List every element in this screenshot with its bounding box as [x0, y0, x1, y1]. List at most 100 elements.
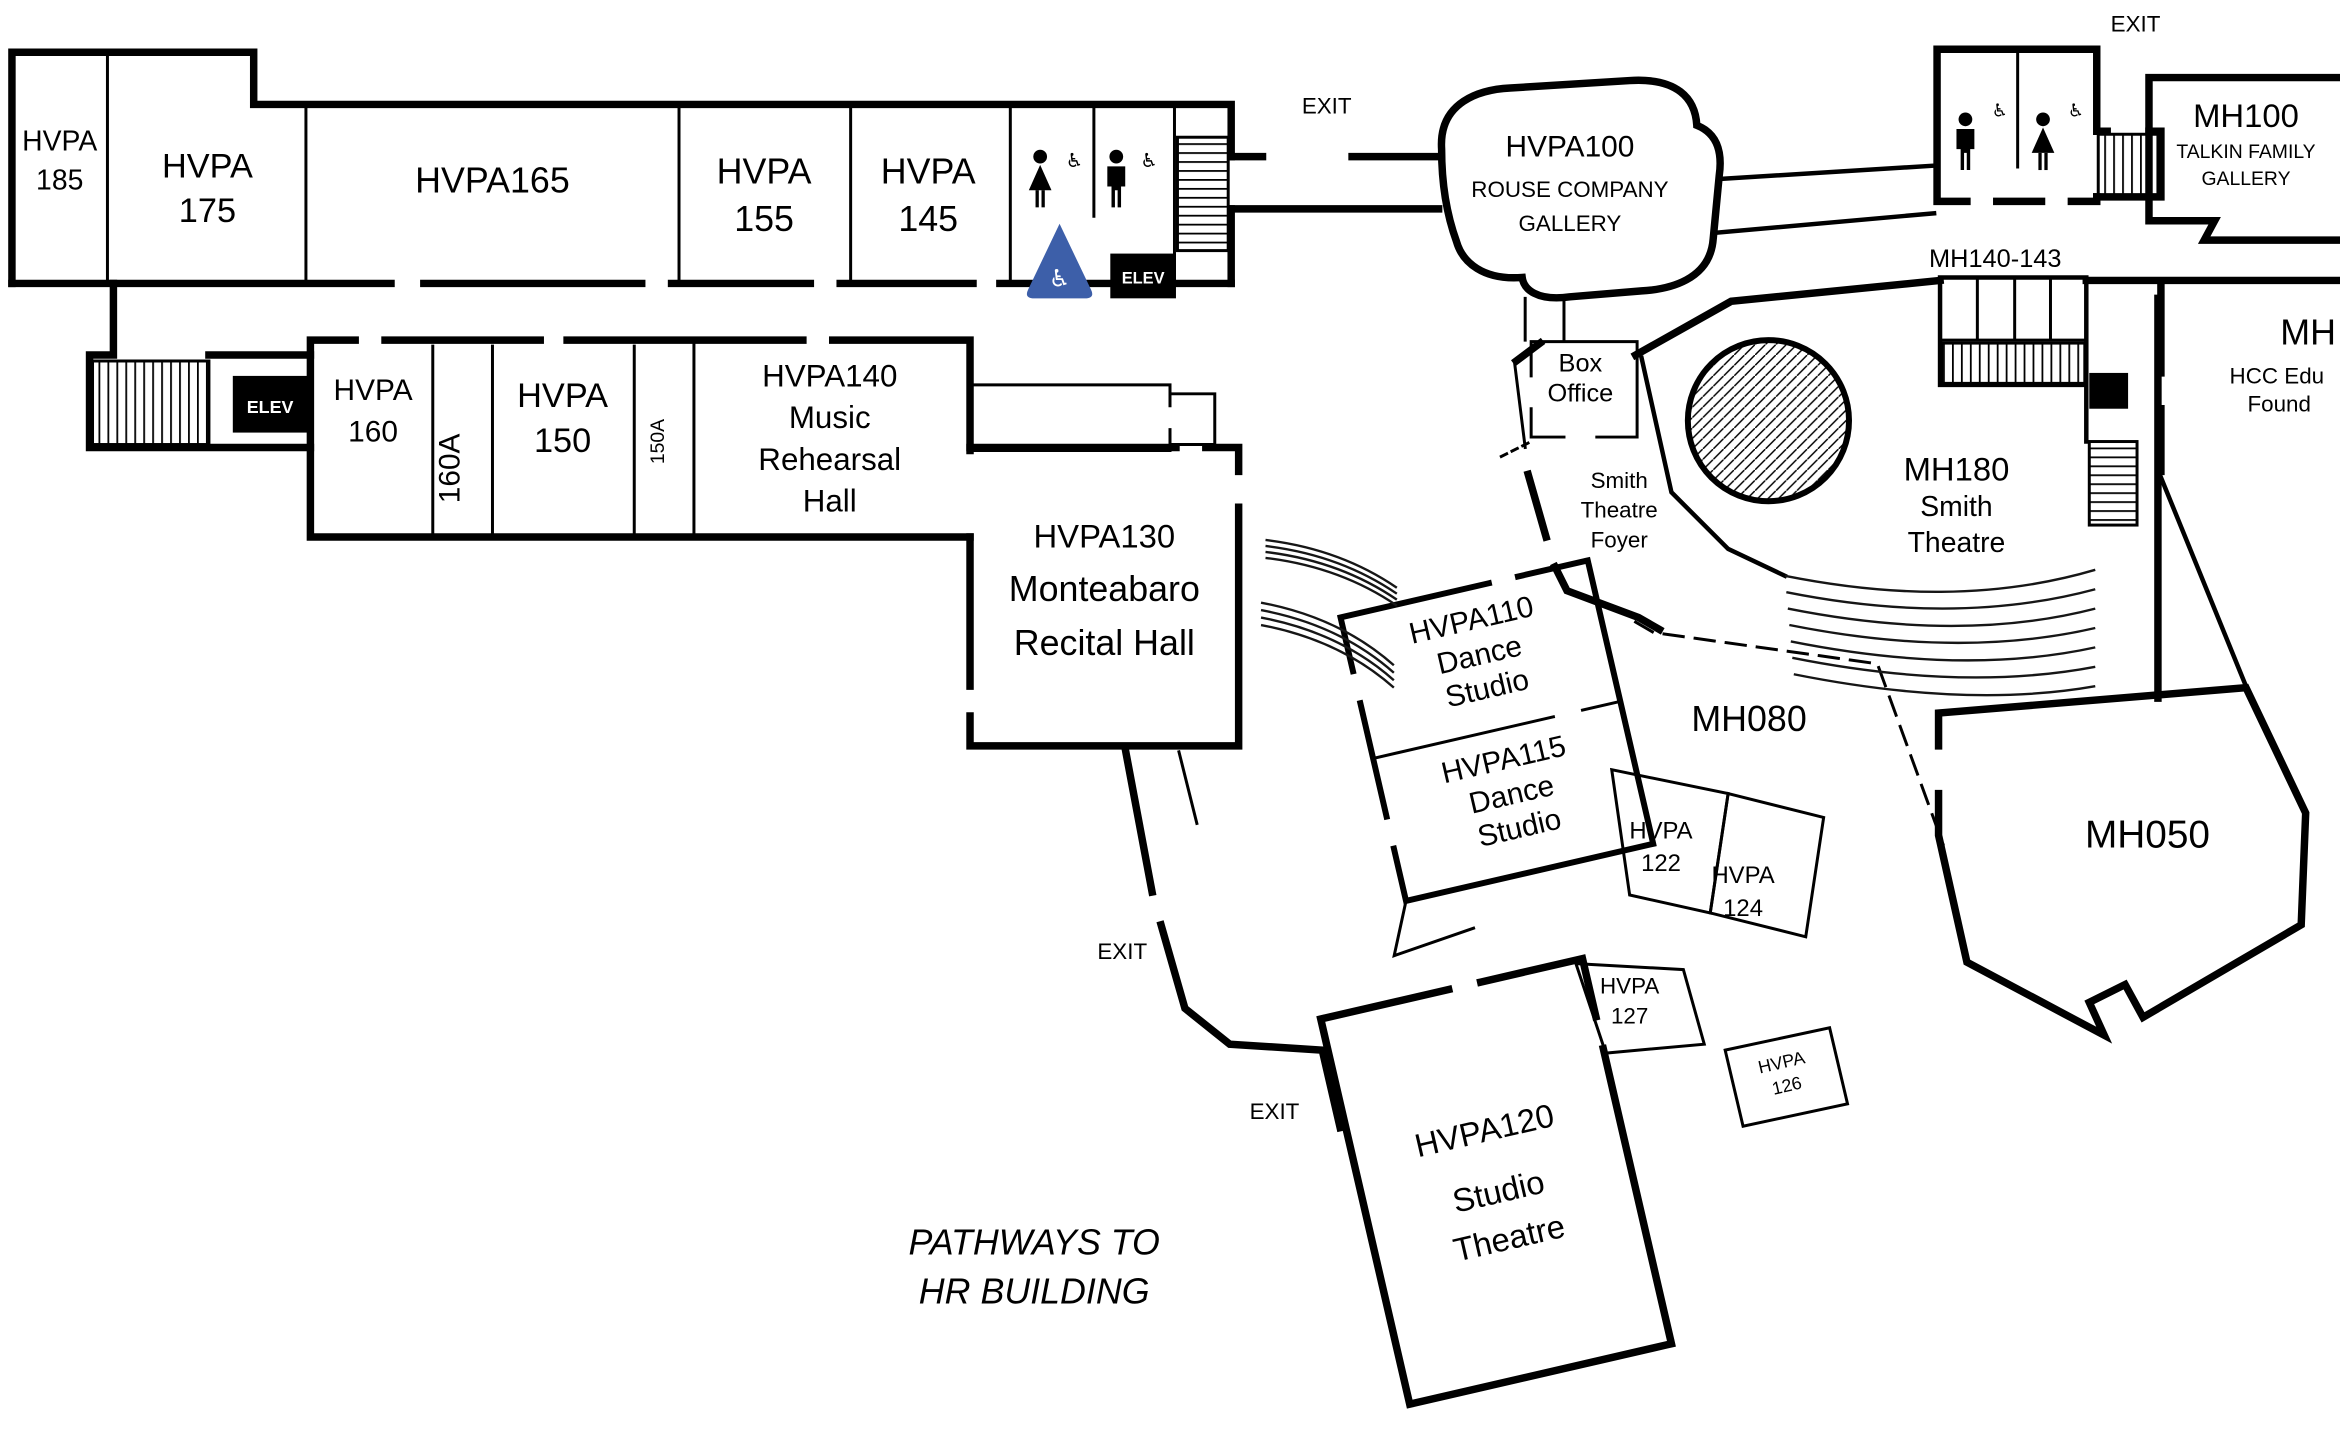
woman-icon [1028, 149, 1052, 208]
room-label-hvpa185-line1: HVPA [22, 126, 97, 158]
room-label-mh180-line1: MH180 [1904, 450, 2010, 487]
smith-theatre-drum [1684, 337, 1853, 505]
room-label-hvpa124-line2: 124 [1723, 895, 1763, 922]
wheelchair-icon: ♿ [2068, 100, 2084, 120]
seating-row [1793, 673, 2096, 697]
stairs-icon [2087, 440, 2139, 527]
dance-studios-divider [1371, 699, 1623, 761]
room-label-box-office-line1: Box [1559, 349, 1603, 377]
room-label-smith-foyer-line2: Theatre [1581, 498, 1658, 523]
seating-row [1784, 568, 2096, 594]
wing-outer-wall [8, 48, 1235, 288]
room-label-150a: 150A [647, 419, 669, 464]
room-label-hvpa127-line2: 127 [1611, 1003, 1648, 1028]
row2-walls [306, 336, 974, 541]
elevator-box-icon: ELEV [1110, 253, 1176, 299]
room-label-hvpa165: HVPA165 [415, 160, 570, 200]
features-layer: ELEV ELEV ♿ ♿ ♿ ♿ ♿ [91, 100, 2160, 697]
hvpa126-outline [1723, 1026, 1850, 1128]
exit-corridor-inner-wall [1177, 749, 1199, 826]
stairs-icon [91, 359, 211, 447]
room-label-hvpa122-line1: HVPA [1629, 817, 1692, 844]
room-label-hvpa155-line1: HVPA [717, 151, 812, 191]
room-label-hvpa100-line3: GALLERY [1519, 211, 1622, 236]
wheelchair-icon: ♿ [1140, 150, 1157, 172]
room-label-hvpa155-line2: 155 [734, 199, 794, 239]
room-label-hvpa122-line2: 122 [1641, 850, 1681, 877]
ramp-arc [1265, 556, 1398, 607]
rehearsal-alcove-walls [968, 383, 1217, 452]
room-label-mh-right-line2: HCC Edu [2230, 363, 2325, 388]
ramp-arc [1260, 616, 1395, 682]
room-label-hvpa127-line1: HVPA [1600, 973, 1659, 998]
box-office-walls [1529, 340, 1639, 439]
room-label-hvpa126-line2: 126 [1770, 1073, 1804, 1099]
drum-room-wall [1638, 355, 1788, 579]
mh050-walls [1934, 683, 2310, 1044]
blue-sign-shape [1026, 223, 1093, 299]
elevator-label: ELEV [247, 397, 294, 417]
room-label-mh180-line2: Smith [1920, 491, 1992, 523]
mh080-dashed-boundary [1633, 619, 1945, 847]
room-label-hvpa126: HVPA 126 [1756, 1047, 1807, 1099]
room-label-hvpa140-line3: Rehearsal [758, 442, 901, 477]
room-label-hvpa130-line2: Monteabaro [1009, 569, 1200, 609]
room-label-mh050: MH050 [2085, 813, 2210, 856]
ramp-arc [1265, 538, 1398, 589]
foyer-door-dashes [1499, 441, 1531, 459]
gallery-to-boxoffice-walls [1523, 296, 1566, 342]
room-label-mh100-line2: TALKIN FAMILY [2176, 141, 2315, 163]
wheelchair-icon: ♿ [1049, 265, 1070, 292]
blue-wheelchair-sign-icon: ♿ [1026, 223, 1093, 299]
room-label-hvpa145-line1: HVPA [881, 151, 976, 191]
seating-row [1786, 588, 2096, 610]
room-label-hvpa140-line2: Music [789, 400, 871, 435]
seating-row [1792, 656, 2096, 679]
room-label-box-office-line2: Office [1547, 379, 1613, 407]
room-label-hvpa160-line1: HVPA [334, 374, 413, 407]
mh140-partitions [1938, 275, 2088, 342]
stairs-icon [1940, 341, 2087, 385]
room-label-hvpa140-line4: Hall [803, 484, 857, 519]
elevator-label: ELEV [1122, 269, 1165, 287]
service-core-block [2089, 372, 2129, 409]
room-label-mh080: MH080 [1691, 699, 1806, 739]
room-label-hvpa130-line3: Recital Hall [1014, 623, 1195, 663]
row1-partitions [105, 50, 1176, 285]
exit-label-recital: EXIT [1097, 939, 1147, 964]
room-label-hvpa150-line2: 150 [534, 422, 591, 460]
seating-row [1787, 607, 2096, 628]
room-label-mh-right-line3: Found [2247, 392, 2310, 417]
recital-hall-walls [966, 443, 1243, 750]
wheelchair-icon: ♿ [1066, 150, 1083, 172]
room-label-mh-right-line1: MH [2280, 313, 2336, 353]
room-label-hvpa100-line2: ROUSE COMPANY [1471, 177, 1668, 202]
stairs-icon [2096, 132, 2160, 199]
woman-icon [2031, 112, 2055, 171]
room-label-hvpa160-line2: 160 [348, 416, 398, 449]
exit-corridor-walls [1120, 744, 1345, 1133]
room-label-smith-foyer-line1: Smith [1591, 468, 1648, 493]
ramp-corridor-arcs [1260, 538, 1398, 689]
foyer-west-wall [1513, 362, 1527, 450]
room-label-mh100-line3: GALLERY [2201, 168, 2290, 190]
gallery-to-restroom-corridor [1713, 163, 1938, 236]
smith-theatre-seating-rows [1784, 568, 2096, 697]
foyer-walls [1511, 337, 1665, 635]
room-label-hvpa150-line1: HVPA [517, 377, 608, 415]
exit-label-top: EXIT [1302, 93, 1352, 118]
seating-row [1790, 640, 2096, 662]
hvpa124-outline [1708, 791, 1826, 939]
room-label-hvpa185-line2: 185 [36, 164, 83, 196]
exit-label-studio: EXIT [1250, 1099, 1300, 1124]
room-label-mh100-line1: MH100 [2193, 97, 2299, 134]
ramp-arc [1260, 623, 1395, 689]
room-label-hvpa120-line2: Studio [1449, 1163, 1548, 1220]
studio-wedge-wall [1392, 899, 1476, 958]
room-label-hvpa175-line1: HVPA [162, 148, 253, 186]
exit-label-top-right: EXIT [2111, 11, 2161, 36]
ramp-arc [1260, 608, 1395, 674]
dance-studios-group: HVPA110 Dance Studio HVPA115 Dance Studi… [1336, 556, 1657, 958]
